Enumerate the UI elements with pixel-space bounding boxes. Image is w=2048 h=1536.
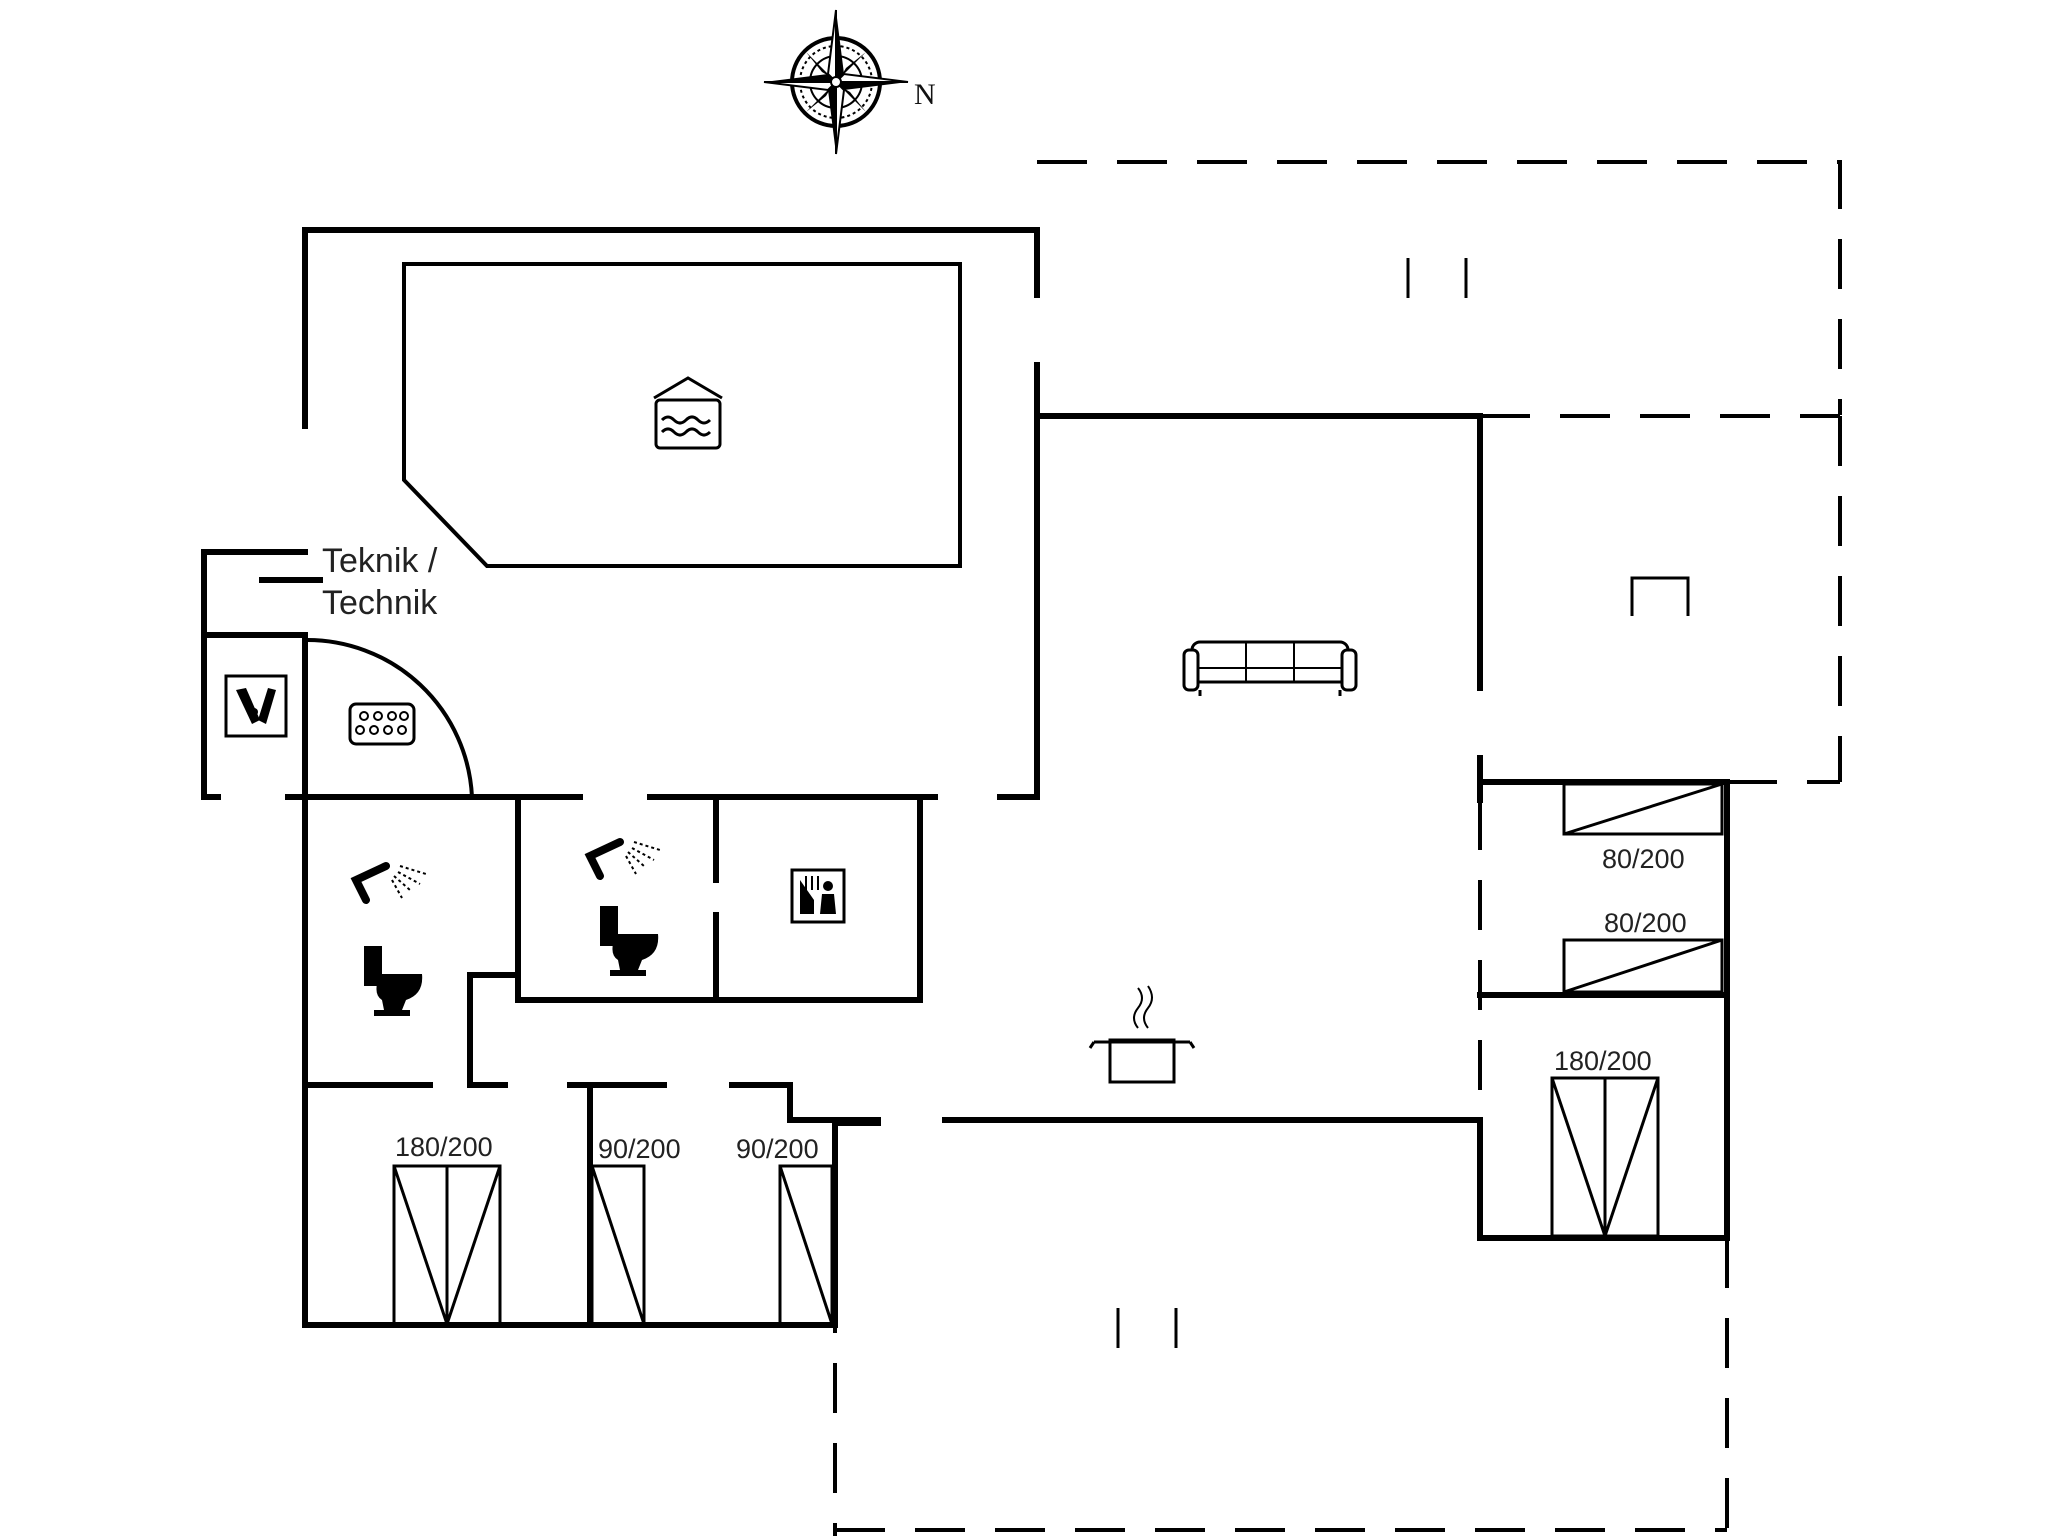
technical-room-label-line1: Teknik / [322,542,438,580]
bed-double-ne [1550,1076,1660,1238]
spa-icon [348,702,416,746]
bed-double-sw [392,1164,502,1326]
toilet-icon [600,906,659,976]
technical-room-label-line2: Technik [322,584,438,622]
bed-single-sw-1 [590,1164,646,1326]
cooking-pot-icon [1088,985,1196,1084]
sofa-icon [1182,640,1358,696]
pool-basin [402,262,962,568]
bed-size-label: 80/200 [1602,844,1685,874]
door-swing-arc [304,637,474,798]
walls-dashed [833,160,1842,1536]
sauna-icon [790,868,846,924]
bed-size-label: 180/200 [395,1132,493,1162]
bed-single-sw-2 [778,1164,834,1326]
chair-icon [1630,576,1690,616]
bed-size-label: 90/200 [736,1134,819,1164]
shower-icon [584,838,661,880]
bed-single-ne-lower [1562,938,1724,994]
terrace-furniture-marks [1116,258,1468,1348]
bed-single-ne-upper [1562,782,1724,836]
bed-size-label: 80/200 [1604,908,1687,938]
compass-rose-icon [763,9,909,155]
bed-size-label: 90/200 [598,1134,681,1164]
north-label: N [914,78,936,111]
shower-icon [350,862,427,904]
pool-icon [653,376,723,450]
washing-machine-icon [224,674,288,738]
bed-size-label: 180/200 [1554,1046,1652,1076]
toilet-icon [364,946,423,1016]
